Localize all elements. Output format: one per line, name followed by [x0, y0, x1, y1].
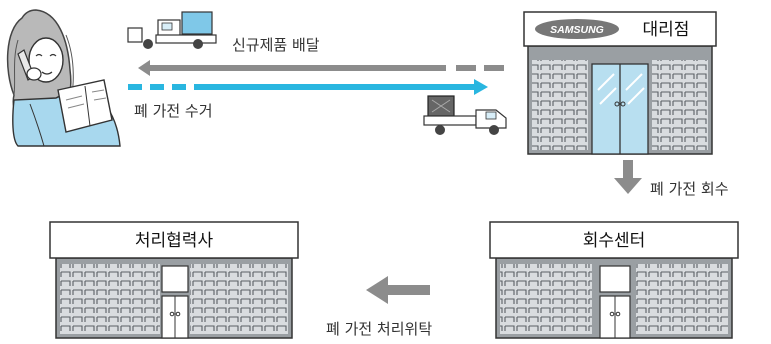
processor-building: 처리협력사 [49, 221, 299, 339]
truck-icon [127, 11, 217, 49]
new-delivery-arrow [138, 60, 504, 76]
old-collection-arrow [128, 79, 488, 95]
left-arrow-icon [366, 276, 430, 304]
dealer-name: 대리점 [643, 20, 690, 40]
down-arrow-icon [614, 160, 642, 194]
processor-name: 처리협력사 [135, 231, 214, 251]
new-delivery-label: 신규제품 배달 [232, 36, 320, 54]
collection-center-building: 회수센터 [489, 221, 739, 339]
old-collection-label: 폐 가전 수거 [134, 102, 213, 120]
customer-phone-illustration [6, 9, 121, 147]
to-center-label: 폐 가전 회수 [650, 180, 729, 198]
center-name: 회수센터 [583, 231, 646, 251]
dealer-brand: SAMSUNG [550, 24, 604, 36]
truck-icon [423, 95, 507, 135]
dealer-building: SAMSUNG 대리점 [523, 11, 717, 155]
to-processor-label: 폐 가전 처리위탁 [326, 320, 433, 338]
